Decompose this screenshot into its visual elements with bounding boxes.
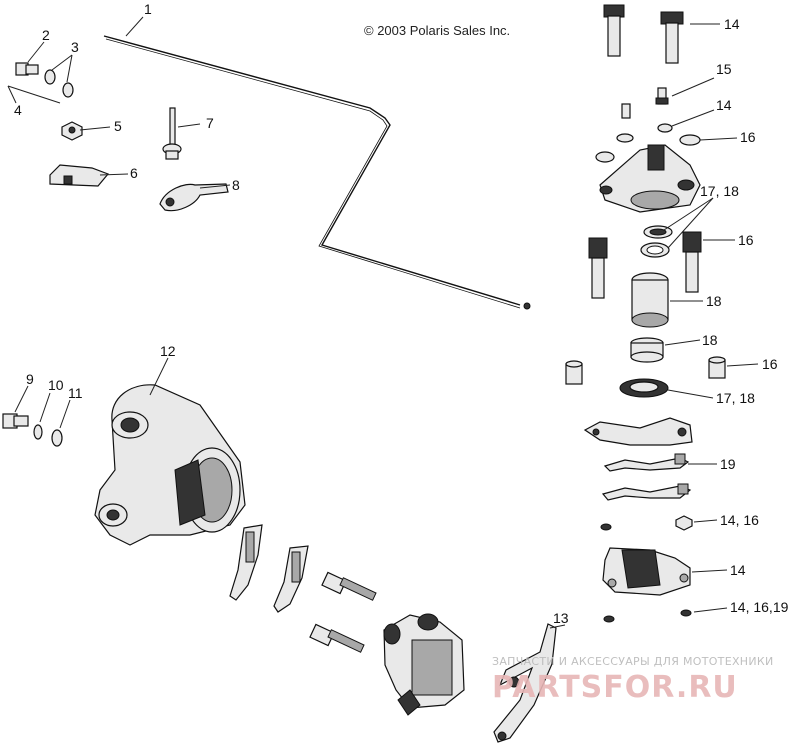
bolt-14-left xyxy=(603,4,625,57)
callout-17-18-top: 17, 18 xyxy=(700,183,739,199)
callout-14-16: 14, 16 xyxy=(720,512,759,528)
piston-18 xyxy=(631,272,669,328)
callout-5: 5 xyxy=(114,118,122,134)
brake-pad-left xyxy=(229,524,263,601)
bolt-2 xyxy=(15,62,39,76)
washer-3a xyxy=(44,69,56,85)
nut-small-3 xyxy=(680,609,692,617)
rivet-7 xyxy=(162,107,182,160)
callout-6: 6 xyxy=(130,165,138,181)
caliper-bolt-b xyxy=(309,623,365,653)
callout-2: 2 xyxy=(42,27,50,43)
clip-6 xyxy=(49,164,110,187)
callout-18-piston: 18 xyxy=(706,293,722,309)
callout-19: 19 xyxy=(720,456,736,472)
callout-10: 10 xyxy=(48,377,64,393)
callout-9: 9 xyxy=(26,371,34,387)
mount-plate xyxy=(583,417,693,446)
brake-pad-right xyxy=(273,545,309,613)
callout-13: 13 xyxy=(553,610,569,626)
watermark: ЗАПЧАСТИ И АКСЕССУАРЫ ДЛЯ МОТОТЕХНИКИ PA… xyxy=(492,655,774,705)
nut-small-2 xyxy=(603,615,615,623)
cup-18 xyxy=(630,337,664,363)
watermark-tagline: ЗАПЧАСТИ И АКСЕССУАРЫ ДЛЯ МОТОТЕХНИКИ xyxy=(492,655,774,668)
watermark-brand: PARTSFOR.RU xyxy=(492,670,738,705)
callout-14-lower: 14 xyxy=(730,562,746,578)
master-cylinder-body xyxy=(599,144,701,213)
nut-14-16 xyxy=(675,515,693,531)
copyright-text: © 2003 Polaris Sales Inc. xyxy=(364,23,510,38)
callout-3: 3 xyxy=(71,39,79,55)
brake-line-fitting xyxy=(523,302,531,310)
callout-12: 12 xyxy=(160,343,176,359)
callout-11: 11 xyxy=(68,385,83,401)
bracket-13 xyxy=(493,623,557,743)
brake-line xyxy=(103,35,521,306)
callout-15: 15 xyxy=(716,61,732,77)
spring-19a xyxy=(603,453,690,472)
bushing-left xyxy=(565,360,583,385)
washer-11 xyxy=(51,429,63,447)
bolt-16-right xyxy=(682,231,702,293)
bleeder-15 xyxy=(655,87,669,105)
callout-16-top: 16 xyxy=(740,129,756,145)
bushing-16 xyxy=(708,356,726,379)
caliper-assembly xyxy=(383,613,465,716)
washer-3b xyxy=(62,82,74,98)
callout-14-top: 14 xyxy=(724,16,740,32)
seal-17-18 xyxy=(619,378,669,398)
washer-10 xyxy=(33,424,43,440)
nut-5 xyxy=(61,121,83,141)
callout-16-bushing: 16 xyxy=(762,356,778,372)
fitting-small xyxy=(621,103,631,119)
caliper-bolt-a xyxy=(321,571,377,601)
nut-small-1 xyxy=(600,523,612,531)
callout-16-bolts: 16 xyxy=(738,232,754,248)
callout-labels: 1 2 3 4 5 6 7 8 9 10 11 12 13 14 15 14 1… xyxy=(14,1,789,626)
callout-8: 8 xyxy=(232,177,240,193)
callout-17-18-seal: 17, 18 xyxy=(716,390,755,406)
clamp-8 xyxy=(159,183,229,212)
callout-14-second: 14 xyxy=(716,97,732,113)
callout-14-16-19: 14, 16,19 xyxy=(730,599,789,615)
callout-4: 4 xyxy=(14,102,22,118)
callout-18-cup: 18 xyxy=(702,332,718,348)
spring-19b xyxy=(601,483,692,501)
leader-lines xyxy=(7,16,759,629)
washer-r3 xyxy=(595,151,615,163)
callout-1: 1 xyxy=(144,1,152,17)
lower-body-14 xyxy=(602,547,691,596)
brake-line-edge xyxy=(105,38,521,309)
callout-7: 7 xyxy=(206,115,214,131)
bolt-16-left xyxy=(588,237,608,299)
washer-r1 xyxy=(616,133,634,143)
washer-16 xyxy=(679,134,701,146)
bolt-9 xyxy=(2,413,29,429)
housing-12 xyxy=(94,384,246,546)
washer-r2 xyxy=(657,123,673,133)
bolt-14-right xyxy=(660,11,684,64)
